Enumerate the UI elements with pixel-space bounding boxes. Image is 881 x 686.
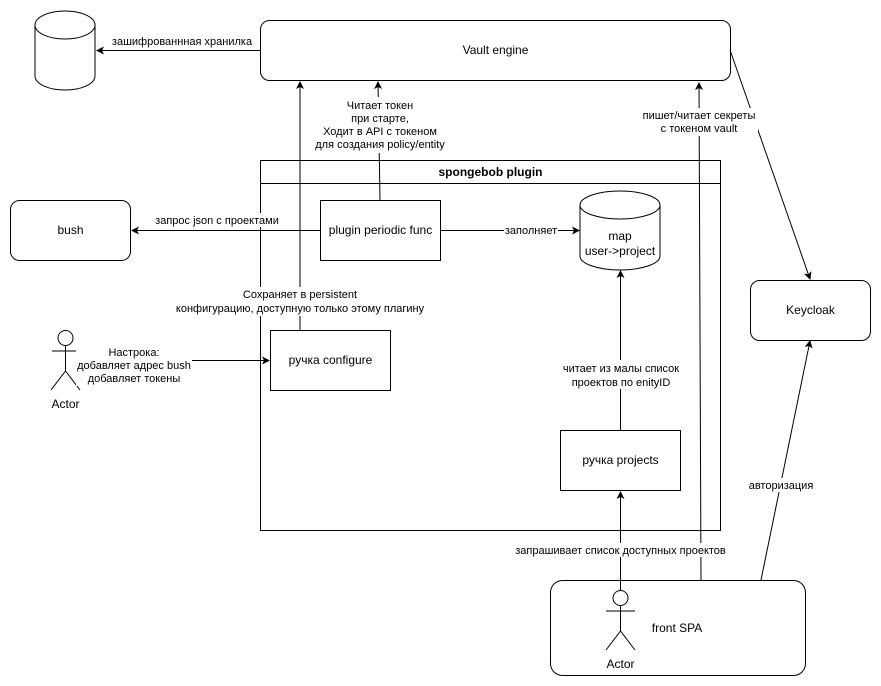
vault-engine-label: Vault engine: [463, 43, 529, 57]
map-cylinder: [579, 190, 661, 271]
edge-label-storage: зашифрованнная хранилка: [112, 36, 253, 48]
bush-box: [10, 200, 131, 261]
keycloak-label: Keycloak: [786, 303, 836, 317]
map-label-line2: user->project: [585, 244, 656, 258]
actor-left-icon: [50, 330, 81, 391]
edge-spa-to-vault: [695, 82, 704, 581]
edge-label-setup-1: Настрока:: [108, 347, 159, 359]
plugin-title: spongebob plugin: [439, 165, 543, 179]
edge-label-reads-map-2: проектов по enityID: [572, 377, 671, 389]
edge-vault-to-keycloak: [729, 49, 812, 280]
projects-box: [560, 430, 681, 491]
edge-label-setup-3: добавляет токены: [88, 373, 181, 385]
edge-label-secrets-2: с токеном vault: [661, 123, 738, 135]
actor-bottom-icon: [605, 590, 636, 651]
edge-label-reads-token-1: Читает токен: [347, 100, 414, 112]
edge-label-requests-projects: запрашивает список доступных проектов: [515, 545, 726, 557]
edge-label-secrets-1: пишет/читает секреты: [643, 110, 756, 122]
edge-label-request-json: запрос json с проектами: [155, 215, 279, 227]
front-spa-box: [550, 580, 806, 676]
front-spa-label: front SPA: [652, 621, 702, 635]
edge-label-fills: заполняет: [505, 225, 557, 237]
edge-label-persistent-1: Сохраняет в persistent: [243, 289, 357, 301]
edge-label-persistent-2: конфигурацию, доступную только этому пла…: [176, 303, 425, 315]
configure-label: ручка configure: [289, 353, 373, 367]
edge-spa-to-keycloak: [760, 340, 813, 581]
map-label-line1: map: [608, 229, 632, 243]
projects-label: ручка projects: [582, 453, 658, 467]
edge-label-reads-token-4: для создания policy/entity: [315, 139, 445, 151]
edge-label-setup-2: добавляет адрес bush: [77, 360, 191, 372]
periodic-func-label: plugin periodic func: [329, 223, 432, 237]
edge-label-reads-token-2: при старте,: [351, 113, 409, 125]
edge-label-reads-token-3: Ходит в API с токеном: [323, 126, 437, 138]
actor-left-label: Actor: [51, 397, 79, 411]
storage-cylinder: [34, 10, 96, 91]
actor-bottom-label: Actor: [606, 657, 634, 671]
bush-label: bush: [57, 223, 83, 237]
edge-label-reads-map-1: читает из малы список: [563, 363, 679, 375]
edge-label-auth: авторизация: [749, 480, 814, 492]
periodic-func-box: [320, 200, 441, 261]
configure-box: [270, 330, 391, 391]
